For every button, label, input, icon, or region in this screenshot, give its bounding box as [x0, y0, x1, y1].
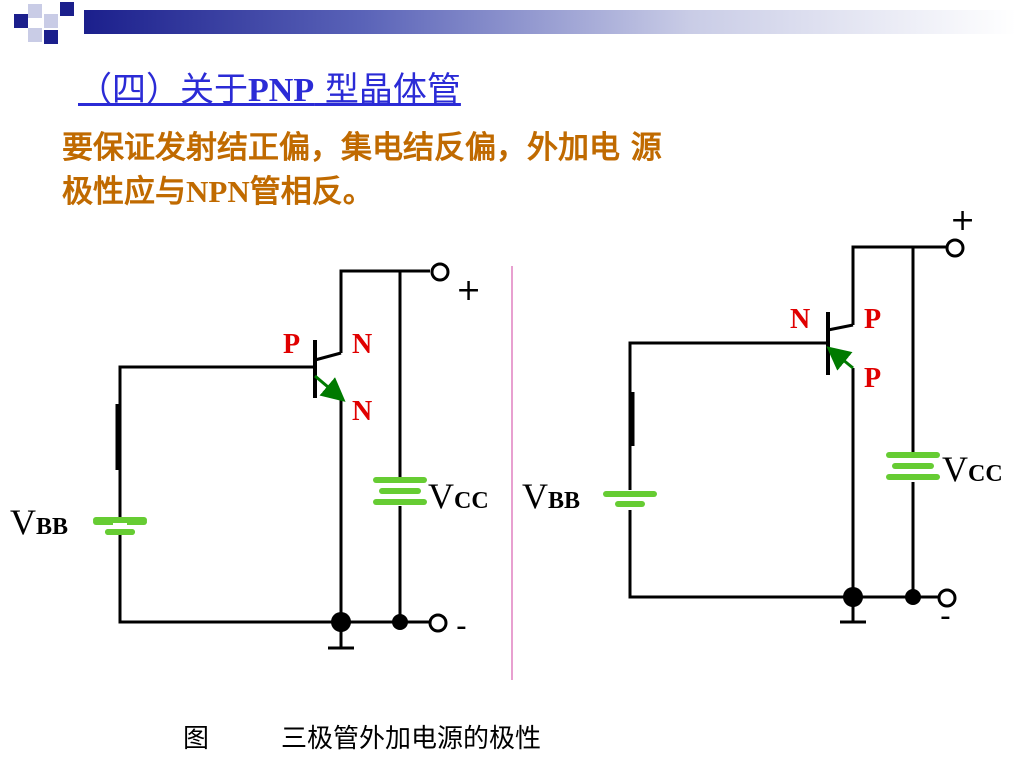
left-plus-label: + — [456, 273, 481, 308]
left-junction-dot-1 — [331, 612, 351, 632]
left-vcc-label: VCC — [428, 476, 489, 516]
corner-square-1 — [14, 14, 28, 28]
left-vbb-label: VBB — [10, 502, 68, 542]
left-emitter-region-label: N — [352, 396, 372, 427]
left-plus-terminal — [430, 262, 450, 282]
description-line2-suffix: 管相反。 — [249, 174, 374, 210]
right-junction-dot-2 — [905, 589, 921, 605]
corner-square-6 — [60, 2, 74, 16]
right-vbb-battery — [603, 491, 657, 507]
description: 要保证发射结正偏，集电结反偏，外加电 源 极性应与NPN管相反。 — [62, 126, 862, 214]
right-vcc-label: VCC — [942, 449, 1003, 489]
left-junction-dot-2 — [392, 614, 408, 630]
right-base-loop-wire — [628, 341, 853, 599]
left-minus-terminal — [428, 613, 448, 633]
right-circuit — [628, 245, 948, 624]
title-prefix: （四）关于 — [78, 70, 248, 110]
right-minus-label: - — [940, 599, 951, 634]
left-transistor-collector — [314, 351, 342, 362]
figure-caption: 图 三极管外加电源的极性 — [183, 718, 541, 755]
corner-square-4 — [44, 14, 58, 28]
left-emitter-arrow — [314, 374, 346, 402]
title-suffix: 型晶体管 — [314, 70, 461, 110]
title-latin: PNP — [248, 72, 315, 109]
left-circuit — [118, 269, 430, 650]
right-base-region-label: N — [790, 304, 810, 335]
right-collector-wire — [851, 245, 948, 325]
left-collector-region-label: N — [352, 329, 372, 360]
corner-square-3 — [28, 28, 42, 42]
right-plus-terminal — [945, 238, 965, 258]
caption-text: 三极管外加电源的极性 — [281, 724, 542, 754]
left-vbb-plates — [93, 517, 147, 535]
caption-figure: 图 — [183, 724, 210, 754]
page-title: （四）关于PNP 型晶体管 — [78, 62, 461, 111]
left-vcc-battery — [373, 477, 427, 505]
right-transistor-collector — [827, 323, 854, 332]
left-base-region-label: P — [283, 329, 300, 360]
right-collector-region-label: P — [864, 304, 881, 335]
description-line2-prefix: 极性应与 — [62, 174, 186, 210]
right-vbb-label: VBB — [522, 476, 580, 516]
right-minus-terminal — [937, 588, 957, 608]
right-emitter-arrow — [826, 346, 854, 371]
header-gradient-bar — [84, 10, 1016, 34]
description-line-2: 极性应与NPN管相反。 — [62, 170, 862, 214]
right-junction-dot-1 — [843, 587, 863, 607]
corner-square-5 — [44, 30, 58, 44]
description-line-1: 要保证发射结正偏，集电结反偏，外加电 源 — [62, 130, 662, 166]
right-plus-label: + — [950, 203, 975, 238]
description-line2-latin: NPN — [186, 174, 250, 209]
left-minus-label: - — [456, 609, 467, 644]
right-vcc-battery — [886, 452, 940, 480]
left-base-loop-wire — [118, 365, 341, 624]
corner-square-2 — [28, 4, 42, 18]
right-emitter-region-label: P — [864, 363, 881, 394]
